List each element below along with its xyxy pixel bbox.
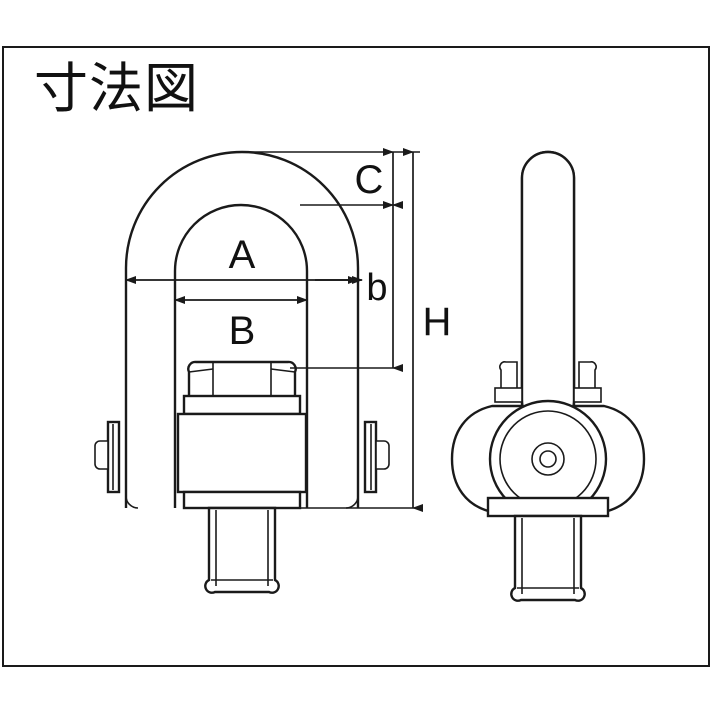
- pivot-pin-left: [94, 420, 121, 494]
- page-title: 寸法図: [34, 57, 199, 120]
- dim-label-A: A: [229, 233, 256, 277]
- body-block: [176, 412, 308, 494]
- dim-label-b: b: [366, 267, 387, 309]
- dim-label-H: H: [423, 300, 452, 344]
- hex-nut-side-left: [494, 361, 523, 403]
- dimension-lines: [125, 148, 423, 512]
- nut-washer: [182, 394, 302, 416]
- dim-label-B: B: [229, 309, 256, 353]
- hex-nut-side-right: [573, 361, 602, 403]
- bolt-shank-side: [510, 514, 586, 602]
- bail-over-body: [520, 150, 576, 430]
- front-view: [94, 150, 390, 594]
- bolt-shank: [204, 506, 280, 594]
- side-view: [450, 150, 646, 602]
- base-flange: [182, 490, 302, 510]
- dim-label-C: C: [355, 158, 384, 202]
- dimension-labels: A B C b H: [229, 158, 452, 353]
- bail-inner-profile: [173, 203, 309, 508]
- base-flange-side: [486, 496, 610, 518]
- pivot-pin-right: [363, 420, 390, 494]
